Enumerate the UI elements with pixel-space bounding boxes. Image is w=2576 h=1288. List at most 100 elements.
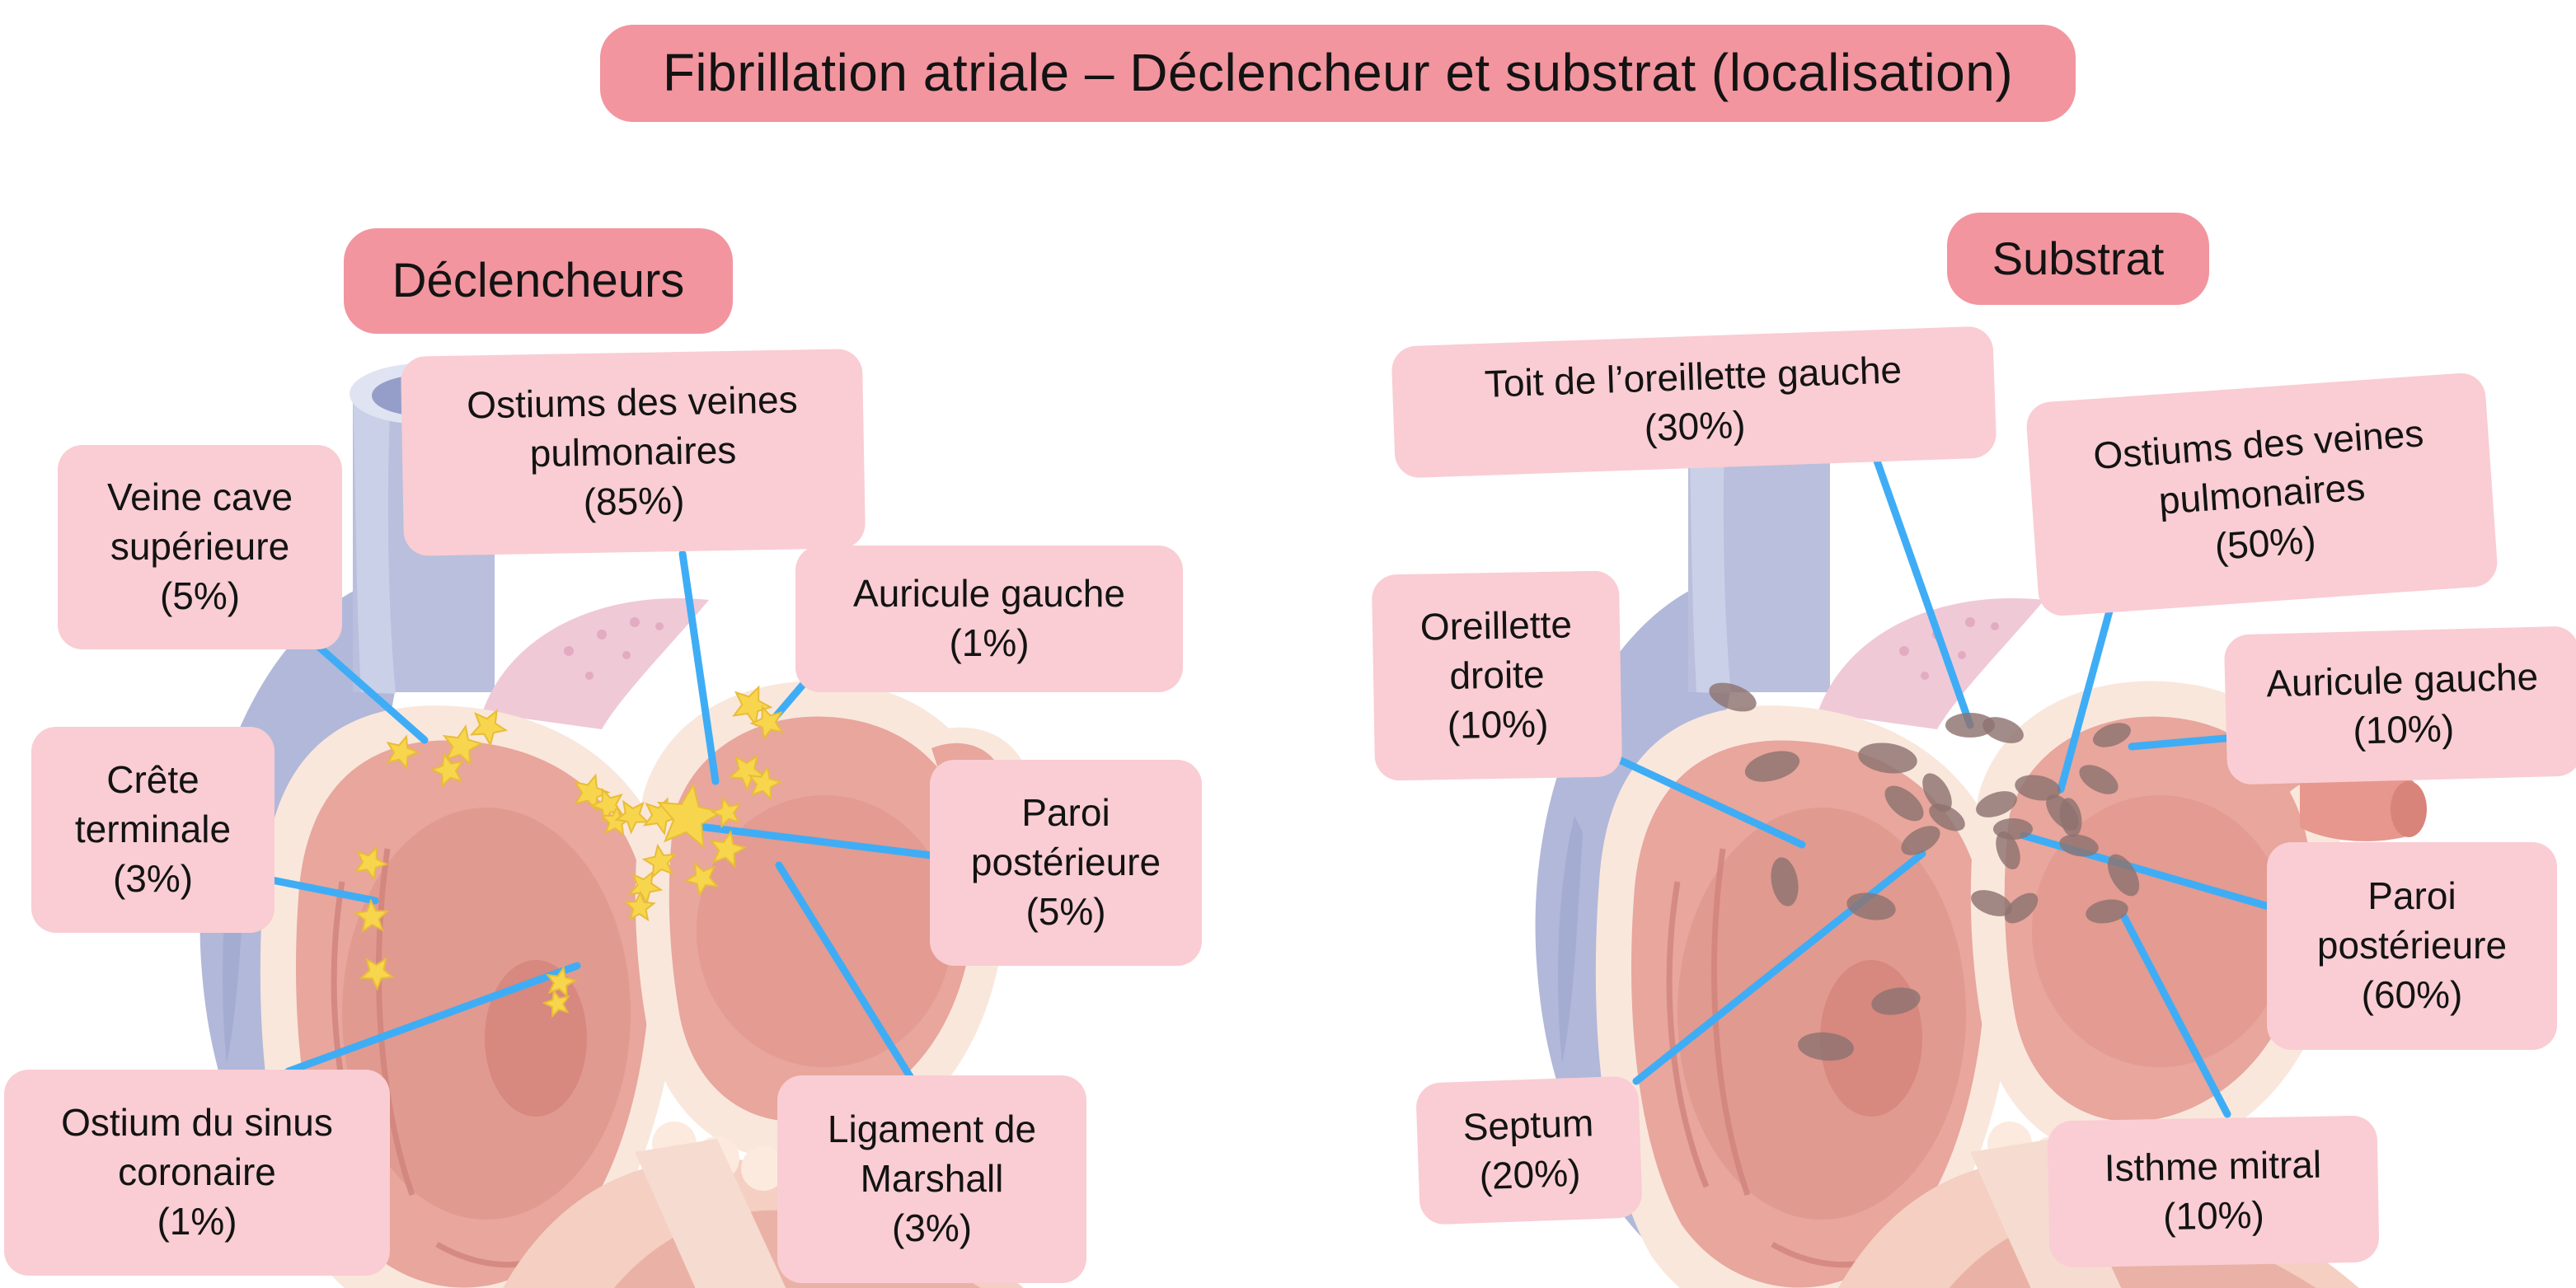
label-percent: (85%) (583, 478, 685, 523)
label-text: Auricule gauche (853, 572, 1125, 616)
label-percent: (50%) (2213, 518, 2318, 568)
leader-line-ostiums-veines-pulmonaires-85 (678, 550, 720, 785)
trigger-star-icon (359, 957, 395, 991)
leader-line-crete-terminale (268, 876, 379, 905)
label-percent: (1%) (157, 1199, 237, 1243)
trigger-star-icon (623, 890, 656, 922)
trigger-star-icon (709, 829, 748, 869)
label-text: Paroi postérieure (970, 791, 1161, 884)
label-paroi-posterieure-5: Paroi postérieure (5%) (930, 760, 1202, 966)
label-text: Ostiums des veines pulmonaires (2091, 411, 2425, 522)
label-text: Ligament de Marshall (827, 1108, 1037, 1201)
substrate-patch-icon (1945, 713, 1995, 738)
substrate-patch-icon (1929, 803, 1965, 831)
leader-line-veine-cave-superieure (316, 644, 429, 744)
substrate-patch-icon (1982, 717, 2024, 743)
trigger-star-icon (354, 898, 390, 933)
label-percent: (60%) (2361, 972, 2463, 1016)
label-percent: (30%) (1643, 402, 1747, 450)
substrate-patch-markers (1709, 682, 2140, 1061)
label-percent: (10%) (1447, 701, 1549, 747)
substrate-patch-icon (1846, 892, 1896, 920)
label-percent: (5%) (159, 574, 241, 617)
label-oreillette-droite: Oreillette droite (10%) (1371, 570, 1623, 781)
trigger-star-icon (442, 724, 484, 766)
substrate-patch-icon (1971, 890, 2012, 916)
label-ostiums-veines-pulmonaires-85: Ostiums des veines pulmonaires (85%) (400, 349, 866, 556)
trigger-star-icon (749, 705, 784, 741)
label-text: Oreillette droite (1419, 602, 1573, 698)
substrate-patch-icon (1709, 682, 1757, 712)
label-text: Toit de l’oreillette gauche (1484, 348, 1903, 406)
label-auricule-gauche-1: Auricule gauche (1%) (795, 546, 1183, 692)
label-auricule-gauche-10: Auricule gauche (10%) (2223, 625, 2576, 785)
label-text: Auricule gauche (2265, 654, 2539, 705)
trigger-star-icon (354, 845, 389, 882)
label-crete-terminale: Crête terminale (3%) (31, 727, 274, 933)
label-text: Ostium du sinus coronaire (61, 1101, 333, 1194)
leader-line-paroi-posterieure-5 (688, 822, 936, 859)
label-text: Ostiums des veines pulmonaires (466, 377, 799, 475)
label-paroi-posterieure-60: Paroi postérieure (60%) (2267, 842, 2557, 1050)
substrate-patch-icon (2086, 899, 2128, 924)
label-percent: (3%) (891, 1206, 973, 1249)
substrate-patch-icon (1858, 742, 1917, 774)
substrate-patch-icon (1771, 857, 1799, 906)
leader-line-septum (1632, 850, 1926, 1085)
trigger-star-icon (614, 799, 650, 835)
substrate-patch-icon (2093, 723, 2131, 747)
substrate-patch-icon (1798, 1032, 1854, 1061)
substrate-patch-icon (1976, 791, 2017, 817)
label-septum: Septum (20%) (1415, 1075, 1643, 1225)
leader-line-toit-oreillette-gauche (1869, 445, 1974, 729)
leader-line-oreillette-droite (1612, 754, 1806, 849)
section-header-text: Substrat (1992, 232, 2165, 284)
substrate-patch-icon (2059, 798, 2082, 837)
trigger-star-icon (641, 843, 678, 879)
substrate-patch-icon (2015, 775, 2061, 801)
page-title-text: Fibrillation atriale – Déclencheur et su… (662, 43, 2014, 103)
trigger-star-icon (683, 861, 720, 897)
substrate-patch-icon (1871, 987, 1921, 1015)
substrate-patch-icon (1922, 773, 1952, 813)
label-percent: (10%) (2162, 1192, 2265, 1239)
label-text: Paroi postérieure (2316, 874, 2508, 967)
label-text: Crête terminale (74, 758, 232, 851)
substrate-patch-icon (1744, 751, 1800, 782)
trigger-star-markers (354, 685, 784, 1019)
label-ligament-de-marshall: Ligament de Marshall (3%) (777, 1075, 1086, 1283)
section-header-declencheurs: Déclencheurs (344, 228, 733, 334)
trigger-star-icon (542, 988, 570, 1019)
substrate-patch-icon (1901, 826, 1940, 855)
section-header-text: Déclencheurs (392, 253, 685, 307)
label-percent: (10%) (2352, 706, 2455, 752)
substrate-patch-icon (2059, 834, 2099, 857)
page-title: Fibrillation atriale – Déclencheur et su… (600, 25, 2076, 122)
substrate-patch-icon (2107, 854, 2140, 897)
leader-line-ostium-sinus-coronaire (284, 962, 581, 1075)
section-header-substrat: Substrat (1947, 213, 2209, 305)
label-ostiums-veines-pulmonaires-50: Ostiums des veines pulmonaires (50%) (2025, 371, 2499, 618)
label-percent: (5%) (1025, 889, 1106, 933)
trigger-star-icon (589, 787, 624, 823)
label-percent: (3%) (112, 856, 194, 900)
trigger-star-icon (386, 734, 420, 770)
trigger-star-icon (469, 709, 509, 747)
label-text: Septum (1462, 1101, 1595, 1149)
label-percent: (1%) (949, 621, 1030, 664)
trigger-star-icon (429, 752, 464, 789)
label-percent: (20%) (1478, 1150, 1582, 1198)
leader-line-isthme-mitral (2120, 913, 2231, 1118)
trigger-star-icon (732, 685, 773, 727)
label-isthme-mitral: Isthme mitral (10%) (2047, 1115, 2380, 1268)
substrate-patch-icon (1884, 785, 1924, 822)
substrate-patch-icon (1996, 831, 2020, 869)
trigger-star-icon (748, 765, 783, 801)
trigger-star-icon (727, 754, 767, 792)
substrate-patch-icon (2004, 892, 2039, 924)
label-veine-cave-superieure: Veine cave supérieure (5%) (58, 445, 342, 649)
substrate-patch-icon (2079, 765, 2119, 794)
label-toit-oreillette-gauche: Toit de l’oreillette gauche (30%) (1391, 326, 1997, 479)
